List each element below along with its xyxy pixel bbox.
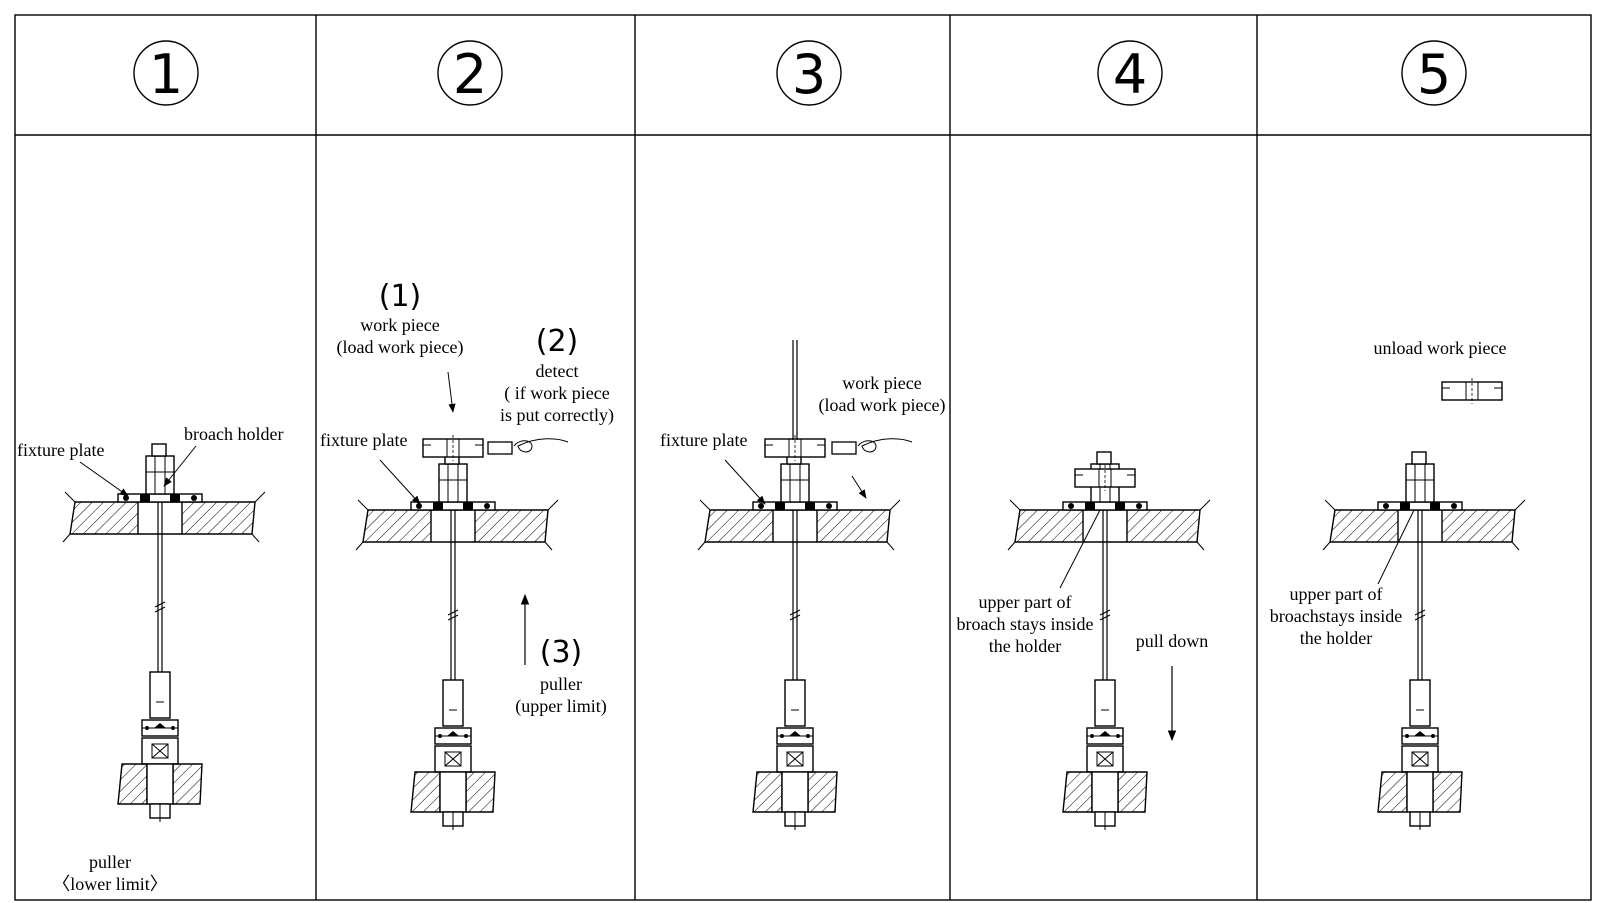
label-upper-part-line3: the holder [989, 636, 1061, 656]
label-pull-down: pull down [1136, 631, 1209, 651]
detect-sensor [487, 438, 569, 455]
svg-text:2: 2 [453, 43, 487, 106]
panel-3: work piece (load work piece) fixture pla… [660, 340, 946, 831]
svg-text:3: 3 [792, 43, 826, 106]
label-upper-part-line3: the holder [1300, 628, 1372, 648]
machine-assembly [697, 451, 901, 831]
label-upper-part-line1: upper part of [979, 592, 1072, 612]
label-upper-part-line1: upper part of [1290, 584, 1383, 604]
detect-sensor [831, 438, 913, 455]
label-puller: puller [540, 674, 582, 694]
label-unload-work-piece: unload work piece [1374, 338, 1507, 358]
label-work-piece: work piece [360, 315, 439, 335]
label-upper-part-line2: broachstays inside [1270, 606, 1402, 626]
label-detect: detect [536, 361, 579, 381]
label-broach-holder: broach holder [184, 424, 283, 444]
label-detect-line3: is put correctly) [500, 405, 614, 426]
work-piece-seated [1074, 464, 1136, 492]
svg-text:4: 4 [1113, 43, 1147, 106]
panel-2: (1) work piece (load work piece) (2) det… [320, 279, 614, 831]
step-header-4: 4 [1097, 40, 1163, 106]
label-detect-line2: ( if work piece [504, 383, 609, 404]
label-load-work-piece: (load work piece) [819, 395, 946, 416]
machine-assembly [355, 451, 559, 831]
step-header-2: 2 [437, 40, 503, 106]
svg-text:1: 1 [149, 43, 183, 106]
step-3-number: (3) [540, 635, 583, 670]
label-puller: puller [89, 852, 131, 872]
unloaded-work-piece [1441, 377, 1503, 405]
panel-5: unload work piece upper part of broachst… [1270, 338, 1526, 831]
machine-assembly [62, 443, 266, 823]
panel-1: fixture plate broach holder puller 〈lowe… [17, 424, 283, 894]
label-load-work-piece: (load work piece) [337, 337, 464, 358]
panel-4: upper part of broach stays inside the ho… [957, 451, 1211, 831]
label-work-piece: work piece [842, 373, 921, 393]
step-2-number: (2) [536, 324, 579, 359]
step-header-1: 1 [133, 40, 199, 106]
step-1-number: (1) [379, 279, 422, 314]
step-header-3: 3 [776, 40, 842, 106]
label-fixture-plate: fixture plate [17, 440, 104, 460]
label-fixture-plate: fixture plate [320, 430, 407, 450]
grid-frame [14, 14, 1592, 901]
work-piece [422, 434, 484, 462]
step-headers: 1 2 3 4 5 [133, 40, 1467, 106]
work-piece [764, 434, 826, 462]
label-upper-part-line2: broach stays inside [957, 614, 1094, 634]
label-lower-limit: 〈lower limit〉 [52, 874, 168, 894]
label-upper-limit: (upper limit) [515, 696, 606, 717]
label-fixture-plate: fixture plate [660, 430, 747, 450]
step-header-5: 5 [1401, 40, 1467, 106]
svg-text:5: 5 [1417, 43, 1451, 106]
